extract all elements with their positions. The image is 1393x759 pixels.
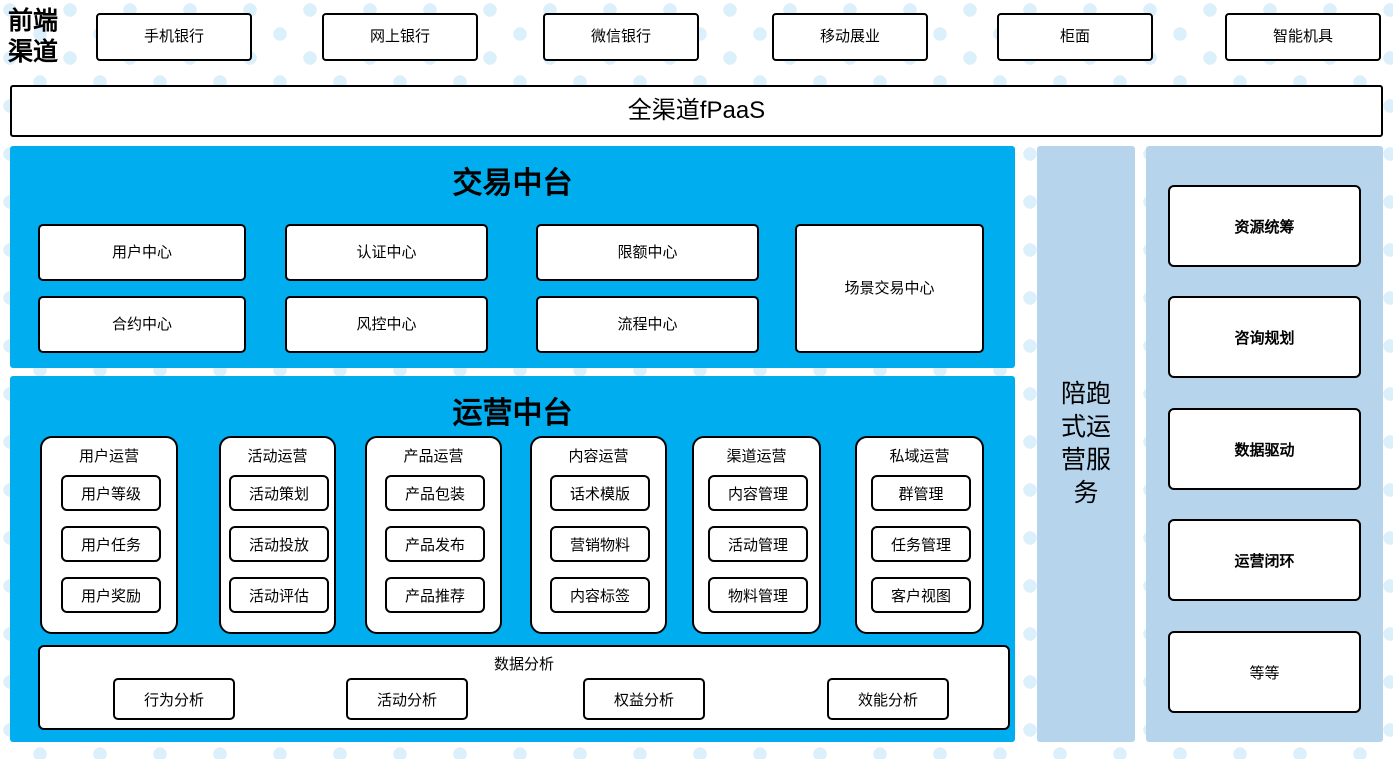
ops-item[interactable]: 产品推荐 [385,577,485,613]
ops-column-title: 用户运营 [78,448,139,465]
ops-item[interactable]: 物料管理 [708,577,808,613]
accompany-service-rail: 陪跑 式运 营服 务 [1037,146,1135,742]
ops-column-private-domain: 私域运营 群管理 任务管理 客户视图 [855,436,984,634]
ops-item[interactable]: 客户视图 [871,577,971,613]
ops-item[interactable]: 营销物料 [550,526,650,562]
channel-box-mobile-bank[interactable]: 手机银行 [96,13,252,61]
ops-item[interactable]: 产品包装 [385,475,485,511]
service-card-data-driven[interactable]: 数据驱动 [1168,408,1361,490]
trade-box-auth-center[interactable]: 认证中心 [285,224,488,281]
ops-item[interactable]: 用户任务 [61,526,161,562]
ops-column-content: 内容运营 话术模版 营销物料 内容标签 [530,436,667,634]
ops-item[interactable]: 用户奖励 [61,577,161,613]
trade-box-process-center[interactable]: 流程中心 [536,296,759,353]
fpaas-label: 全渠道fPaaS [627,97,766,125]
ops-column-title: 私域运营 [889,448,950,465]
ops-item[interactable]: 任务管理 [871,526,971,562]
channel-box-online-bank[interactable]: 网上银行 [322,13,478,61]
ops-column-title: 产品运营 [403,448,464,465]
channel-label: 微信银行 [590,28,651,46]
trade-box-contract-center[interactable]: 合约中心 [38,296,246,353]
trade-box-risk-center[interactable]: 风控中心 [285,296,488,353]
trade-box-label: 用户中心 [111,243,172,261]
accompany-service-label: 陪跑 式运 营服 务 [1060,380,1111,507]
service-rail: 资源统筹 咨询规划 数据驱动 运营闭环 等等 [1146,146,1383,742]
channel-label: 移动展业 [819,28,880,46]
analysis-item-behavior[interactable]: 行为分析 [113,678,235,720]
ops-column-product: 产品运营 产品包装 产品发布 产品推荐 [365,436,502,634]
data-analysis-panel: 数据分析 行为分析 活动分析 权益分析 效能分析 [38,645,1010,730]
trade-box-scenario-trade-center[interactable]: 场景交易中心 [795,224,984,353]
ops-column-user: 用户运营 用户等级 用户任务 用户奖励 [40,436,178,634]
channel-label: 手机银行 [143,28,204,46]
trade-box-label: 流程中心 [617,315,678,333]
ops-item[interactable]: 产品发布 [385,526,485,562]
channel-label: 柜面 [1059,28,1090,46]
analysis-item-activity[interactable]: 活动分析 [346,678,468,720]
trade-box-label: 限额中心 [617,243,678,261]
analysis-item-efficiency[interactable]: 效能分析 [827,678,949,720]
trade-box-label: 认证中心 [356,243,417,261]
fpaas-bar[interactable]: 全渠道fPaaS [10,85,1383,137]
trade-box-label: 风控中心 [356,315,417,333]
trade-box-limit-center[interactable]: 限额中心 [536,224,759,281]
channel-box-wechat-bank[interactable]: 微信银行 [543,13,699,61]
analysis-item-benefit[interactable]: 权益分析 [583,678,705,720]
ops-column-activity: 活动运营 活动策划 活动投放 活动评估 [219,436,336,634]
ops-item[interactable]: 内容标签 [550,577,650,613]
trade-center-title: 交易中台 [452,167,573,200]
ops-column-title: 活动运营 [247,448,308,465]
service-card-etc[interactable]: 等等 [1168,631,1361,713]
trade-box-label: 场景交易中心 [844,279,935,297]
channel-box-counter[interactable]: 柜面 [997,13,1153,61]
service-card-resource-coordination[interactable]: 资源统筹 [1168,185,1361,267]
ops-item[interactable]: 内容管理 [708,475,808,511]
ops-column-title: 渠道运营 [726,448,787,465]
channel-box-smart-machine[interactable]: 智能机具 [1225,13,1381,61]
ops-column-channel: 渠道运营 内容管理 活动管理 物料管理 [692,436,821,634]
ops-item[interactable]: 活动管理 [708,526,808,562]
channel-label: 网上银行 [369,28,430,46]
ops-center-title: 运营中台 [452,397,573,430]
channel-box-mobile-business[interactable]: 移动展业 [772,13,928,61]
ops-item[interactable]: 用户等级 [61,475,161,511]
service-card-ops-closed-loop[interactable]: 运营闭环 [1168,519,1361,601]
ops-item[interactable]: 活动策划 [229,475,329,511]
service-card-consulting-planning[interactable]: 咨询规划 [1168,296,1361,378]
ops-item[interactable]: 活动投放 [229,526,329,562]
trade-box-user-center[interactable]: 用户中心 [38,224,246,281]
data-analysis-title: 数据分析 [493,656,554,673]
ops-item[interactable]: 群管理 [871,475,971,511]
frontend-channel-caption: 前端 渠道 [8,8,59,66]
ops-column-title: 内容运营 [568,448,629,465]
trade-box-label: 合约中心 [111,315,172,333]
ops-item[interactable]: 活动评估 [229,577,329,613]
channel-label: 智能机具 [1272,28,1333,46]
ops-item[interactable]: 话术模版 [550,475,650,511]
